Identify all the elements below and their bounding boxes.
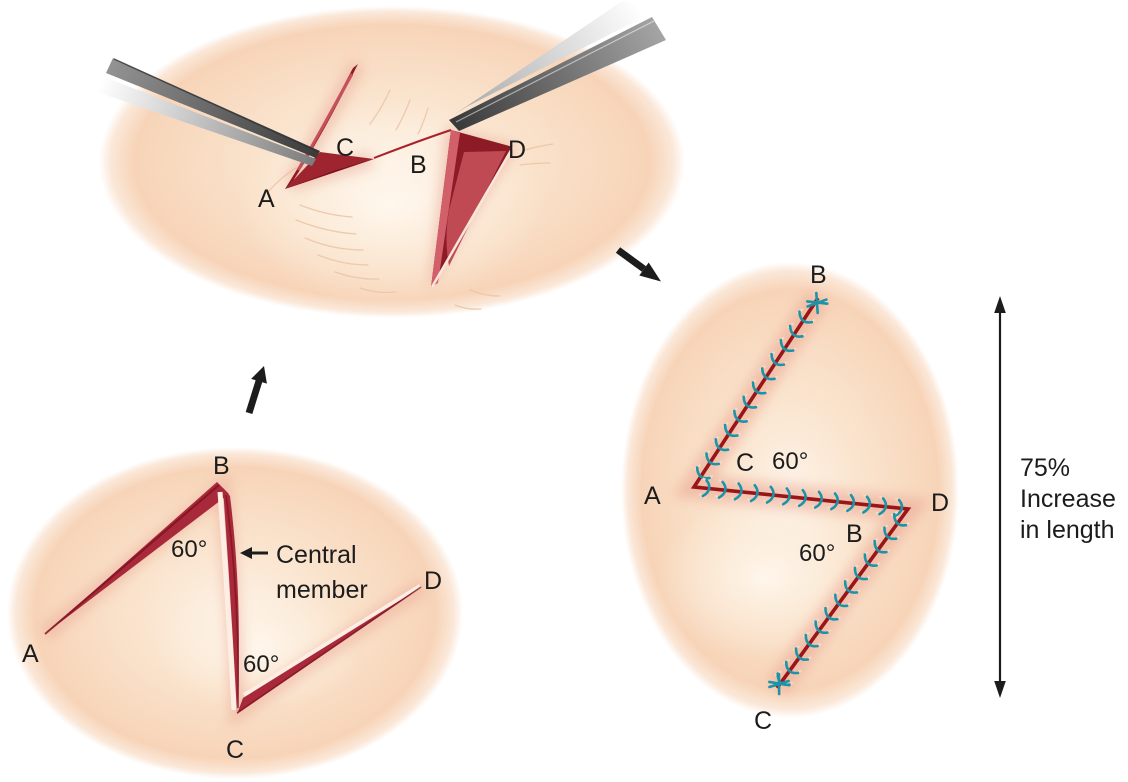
forceps-right-icon xyxy=(449,0,666,131)
incision-central-member xyxy=(223,488,239,713)
flap-label-b: B xyxy=(846,520,863,548)
measure-caption-line3: in length xyxy=(1020,516,1115,544)
point-label-a: A xyxy=(22,640,39,668)
point-label-d: D xyxy=(424,567,442,595)
angle-label-c: 60° xyxy=(243,651,279,678)
measure-arrowhead-top xyxy=(994,296,1006,313)
point-label-a: A xyxy=(258,185,275,213)
measure-caption-line1: 75% xyxy=(1020,454,1070,482)
angle-label-bottom: 60° xyxy=(799,540,835,567)
right-wound-flap-edge xyxy=(431,130,460,287)
incision-limb-ab-edge xyxy=(44,484,220,635)
panel-incision-design: B A C D 60° 60° Central member xyxy=(7,447,463,779)
skin-highlight xyxy=(153,586,363,710)
point-label-b: B xyxy=(213,452,230,480)
point-label-a: A xyxy=(644,482,661,510)
left-wound-fold xyxy=(285,152,374,189)
central-member-highlight xyxy=(217,491,237,711)
point-label-b: B xyxy=(410,151,427,179)
forceps-left-icon xyxy=(97,58,320,166)
arrow-up-icon xyxy=(245,366,267,414)
incision-limb-cd-highlight xyxy=(242,584,422,697)
incision-limb-ab xyxy=(45,482,229,634)
central-member-edge xyxy=(225,494,240,709)
flap-label-c: C xyxy=(736,449,754,477)
skin-texture-lines xyxy=(267,89,554,310)
incision-line-b xyxy=(373,129,452,159)
incision-limb-cd-edge xyxy=(236,586,422,714)
central-member-arrow xyxy=(240,547,268,559)
point-label-c: C xyxy=(226,736,244,764)
point-label-d: D xyxy=(508,136,526,164)
central-member-caption-line2: member xyxy=(276,576,368,604)
measure-caption-line2: Increase xyxy=(1020,485,1116,513)
measure-arrowhead-bottom xyxy=(994,681,1006,698)
central-member-caption-line1: Central xyxy=(276,541,357,569)
length-measure: 75% Increase in length xyxy=(994,296,1116,698)
point-label-c: C xyxy=(754,707,772,735)
arrow-down-right-icon xyxy=(615,247,661,282)
right-wound-skin-edge xyxy=(430,146,515,288)
point-label-d: D xyxy=(931,489,949,517)
skin-highlight xyxy=(657,496,873,660)
panel-flap-elevation: C A B D xyxy=(97,0,685,318)
angle-label-top: 60° xyxy=(772,448,808,475)
panel-sutured-result: B A D C C 60° B 60° xyxy=(621,261,959,735)
angle-label-b: 60° xyxy=(171,536,207,563)
point-label-c: C xyxy=(336,134,354,162)
point-label-b: B xyxy=(810,261,827,289)
left-wound-fold-shadow xyxy=(285,159,374,189)
